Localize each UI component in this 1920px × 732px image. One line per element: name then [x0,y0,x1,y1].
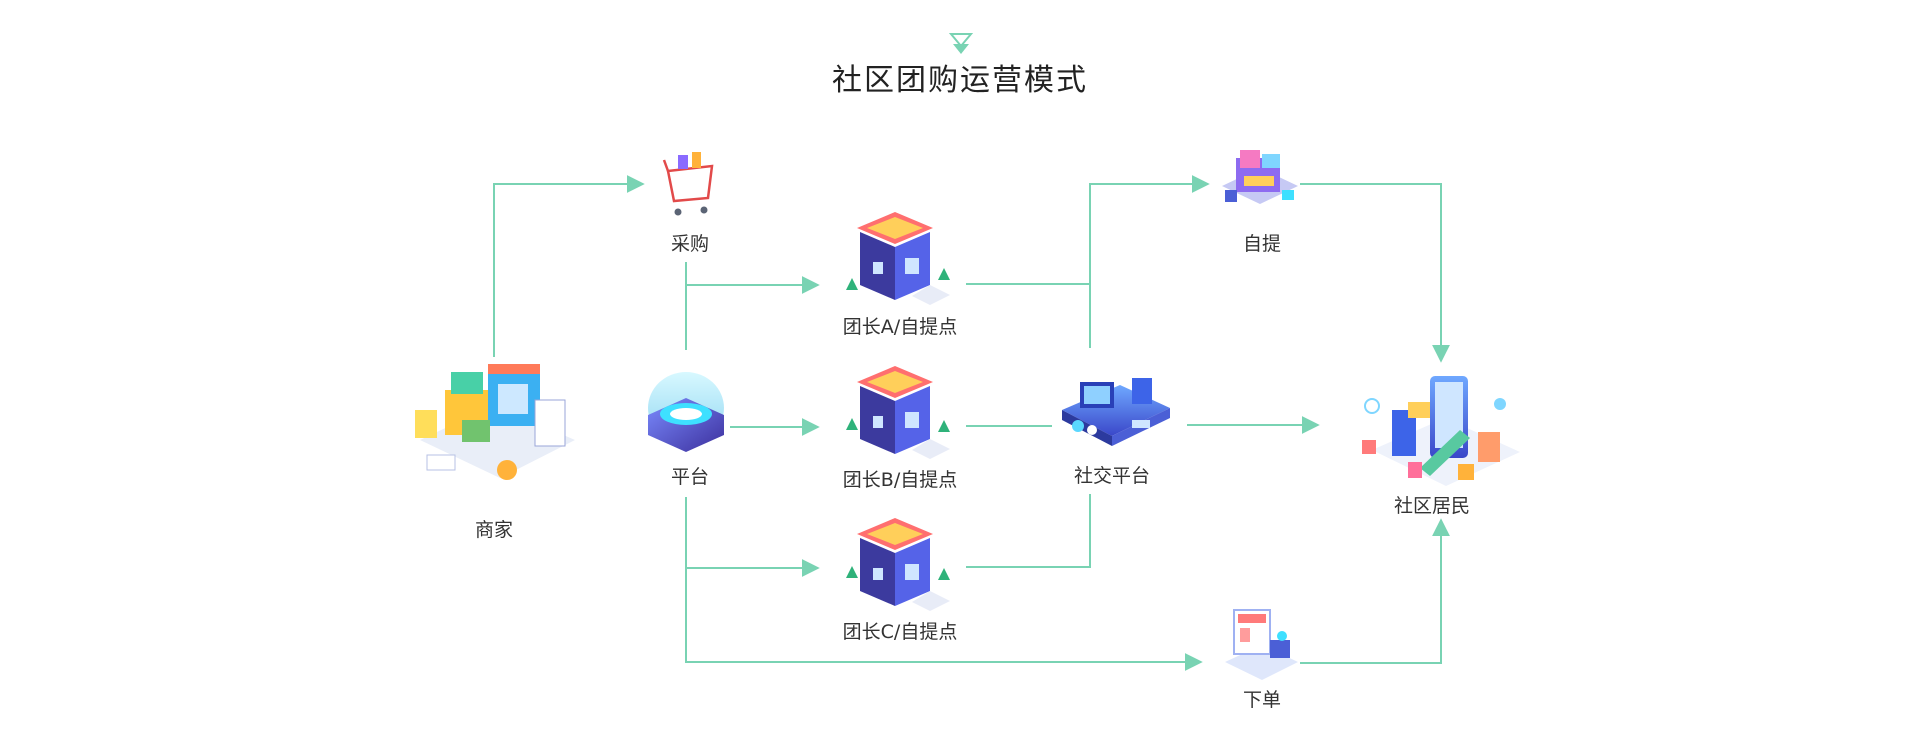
node-order: 下单 [1225,609,1298,711]
node-platform: 平台 [648,372,724,488]
platform-hologram-icon [648,372,724,452]
edge-social-pickup [1089,175,1210,348]
node-label: 下单 [1243,689,1281,711]
node-label: 社交平台 [1074,465,1150,487]
node-label: 团长B/自提点 [843,469,957,491]
node-label: 商家 [475,519,513,541]
shopping-cart-icon [662,152,714,216]
node-leader-c: 团长C/自提点 [843,518,958,643]
community-residents-icon [1362,376,1520,486]
node-purchase: 采购 [662,152,714,255]
online-order-icon [1225,609,1298,680]
node-label: 社区居民 [1394,495,1470,517]
shop-building-icon [846,518,950,611]
pickup-store-icon [1222,150,1298,204]
edge-leader-c-social [966,494,1091,568]
edge-order-residents [1300,518,1450,664]
edge-platform-leader-c [685,497,820,577]
diagram-title: 社区团购运营模式 [832,63,1088,98]
edge-pickup-residents [1300,183,1450,363]
social-media-platform-icon [1062,378,1170,446]
node-merchant: 商家 [415,364,575,541]
node-residents: 社区居民 [1362,376,1520,517]
edge-platform-order [685,568,1203,671]
storefront-icon [415,364,575,480]
node-leader-b: 团长B/自提点 [843,366,957,491]
node-pickup: 自提 [1222,150,1298,255]
edge-merchant-purchase [493,175,645,357]
shop-building-icon [846,366,950,459]
shop-building-icon [846,212,950,305]
node-label: 采购 [671,233,709,255]
node-label: 自提 [1243,233,1281,255]
title-chevron-icon [948,33,974,54]
node-social: 社交平台 [1062,378,1170,487]
node-label: 团长A/自提点 [843,316,957,338]
node-label: 平台 [671,466,709,488]
connectors [493,175,1450,671]
node-leader-a: 团长A/自提点 [843,212,957,338]
node-label: 团长C/自提点 [843,621,958,643]
